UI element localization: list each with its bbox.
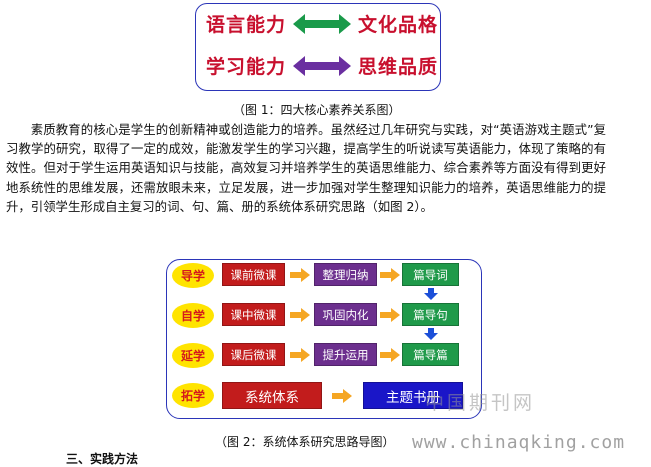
improve-apply-box: 提升运用 [314, 343, 377, 366]
pre-class-microlesson-box: 课前微课 [222, 263, 285, 286]
language-ability-label: 语言能力 [206, 14, 287, 36]
passage-to-passage-box: 篇导篇 [402, 343, 459, 366]
tag-self-learning: 自学 [172, 303, 214, 328]
system-research-flow-diagram: 导学 课前微课 整理归纳 篇导词 自学 课中微课 巩固内化 篇导句 延学 课后微… [166, 259, 482, 419]
post-class-microlesson-box: 课后微课 [222, 343, 285, 366]
passage-to-word-box: 篇导词 [402, 263, 459, 286]
diagram-row-1: 语言能力 文化品格 [196, 10, 440, 40]
thinking-quality-label: 思维品质 [358, 56, 439, 78]
right-arrow-icon [332, 389, 352, 403]
organize-summarize-box: 整理归纳 [314, 263, 377, 286]
right-arrow-icon [290, 348, 310, 362]
system-framework-box: 系统体系 [222, 382, 322, 409]
down-arrow-icon [424, 328, 438, 340]
cultural-character-label: 文化品格 [358, 14, 439, 36]
learning-ability-label: 学习能力 [206, 56, 287, 78]
consolidate-internalize-box: 巩固内化 [314, 303, 377, 326]
green-double-arrow-icon [293, 14, 351, 34]
tag-extended-learning: 延学 [172, 343, 214, 368]
purple-double-arrow-icon [293, 56, 351, 76]
right-arrow-icon [380, 268, 400, 282]
tag-guided-learning: 导学 [172, 263, 214, 288]
theme-booklet-box: 主题书册 [363, 382, 463, 409]
figure2-caption: （图 2：系统体系研究思路导图） [215, 435, 395, 449]
down-arrow-icon [424, 288, 438, 300]
tag-expansion-learning: 拓学 [172, 383, 214, 408]
figure1-caption: （图 1：四大核心素养关系图） [233, 103, 401, 117]
body-paragraph: 素质教育的核心是学生的创新精神或创造能力的培养。虽然经过几年研究与实践，对“英语… [6, 122, 606, 214]
in-class-microlesson-box: 课中微课 [222, 303, 285, 326]
right-arrow-icon [290, 308, 310, 322]
section-heading: 三、实践方法 [66, 452, 139, 466]
right-arrow-icon [380, 308, 400, 322]
watermark-url: www.chinaqking.com [412, 432, 626, 453]
watermark-site-name: 中国期刊网 [425, 392, 536, 414]
right-arrow-icon [290, 268, 310, 282]
diagram-row-2: 学习能力 思维品质 [196, 52, 440, 82]
passage-to-sentence-box: 篇导句 [402, 303, 459, 326]
right-arrow-icon [380, 348, 400, 362]
core-competency-diagram: 语言能力 文化品格 学习能力 思维品质 [195, 3, 441, 91]
